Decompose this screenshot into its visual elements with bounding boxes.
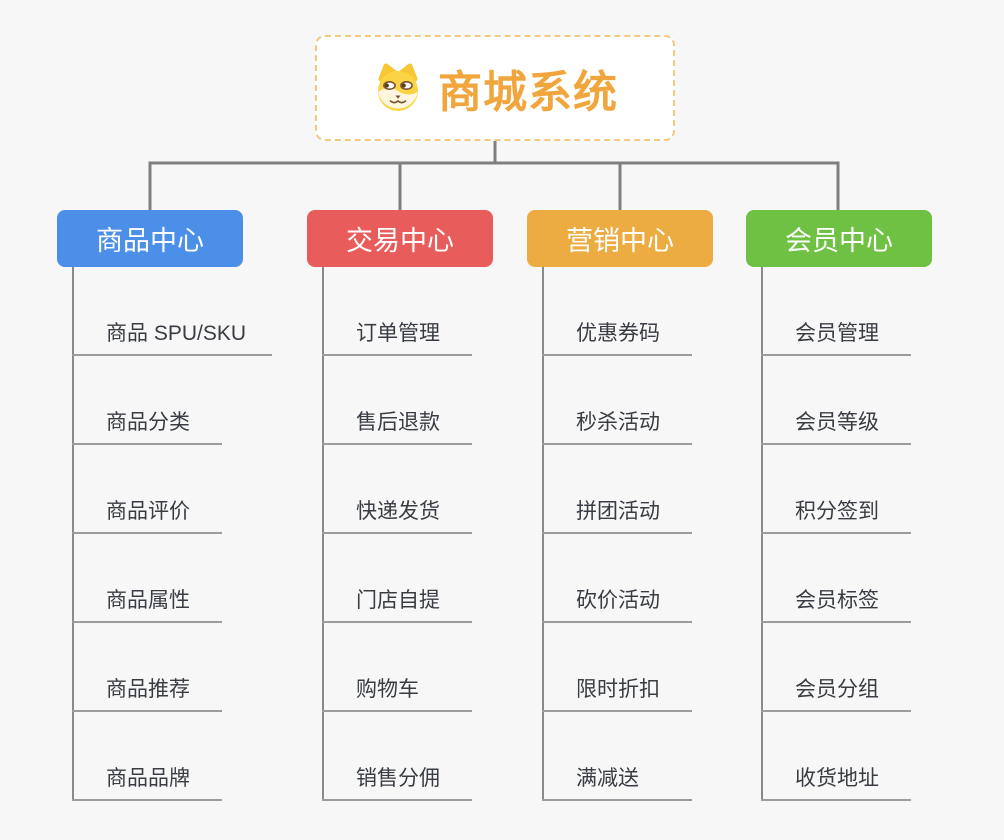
- branch-item[interactable]: 购物车: [322, 623, 472, 712]
- branch: 会员中心 会员管理会员等级积分签到会员标签会员分组收货地址: [746, 210, 932, 801]
- branch-items: 优惠券码秒杀活动拼团活动砍价活动限时折扣满减送: [542, 267, 692, 801]
- root-title: 商城系统: [438, 68, 618, 117]
- root-node[interactable]: 商城系统: [315, 35, 675, 141]
- branch-item[interactable]: 售后退款: [322, 356, 472, 445]
- branch-items: 会员管理会员等级积分签到会员标签会员分组收货地址: [761, 267, 911, 801]
- branch-spine-line: [322, 267, 324, 801]
- branch-header[interactable]: 会员中心: [746, 210, 932, 267]
- branch-header[interactable]: 营销中心: [527, 210, 713, 267]
- branch-header[interactable]: 商品中心: [57, 210, 243, 267]
- branch-item[interactable]: 拼团活动: [542, 445, 692, 534]
- branch-item[interactable]: 会员分组: [761, 623, 911, 712]
- branch-item[interactable]: 秒杀活动: [542, 356, 692, 445]
- branch-item[interactable]: 商品属性: [72, 534, 222, 623]
- branch-item[interactable]: 快递发货: [322, 445, 472, 534]
- branch-item[interactable]: 优惠券码: [542, 267, 692, 356]
- branch-item[interactable]: 限时折扣: [542, 623, 692, 712]
- branch-item[interactable]: 会员标签: [761, 534, 911, 623]
- branch-item[interactable]: 积分签到: [761, 445, 911, 534]
- branch-item[interactable]: 商品评价: [72, 445, 222, 534]
- branch: 营销中心 优惠券码秒杀活动拼团活动砍价活动限时折扣满减送: [527, 210, 713, 801]
- branch-spine-line: [761, 267, 763, 801]
- branch-spine-line: [72, 267, 74, 801]
- branch-item[interactable]: 满减送: [542, 712, 692, 801]
- branch-item[interactable]: 商品推荐: [72, 623, 222, 712]
- branch-item[interactable]: 砍价活动: [542, 534, 692, 623]
- branch-item[interactable]: 收货地址: [761, 712, 911, 801]
- branch-item[interactable]: 商品品牌: [72, 712, 222, 801]
- branch-header[interactable]: 交易中心: [307, 210, 493, 267]
- branch-spine-line: [542, 267, 544, 801]
- branch-item[interactable]: 会员管理: [761, 267, 911, 356]
- branch-item[interactable]: 订单管理: [322, 267, 472, 356]
- branch: 交易中心 订单管理售后退款快递发货门店自提购物车销售分佣: [307, 210, 493, 801]
- doge-icon: [378, 63, 418, 111]
- branch-item[interactable]: 销售分佣: [322, 712, 472, 801]
- branch-item[interactable]: 商品 SPU/SKU: [72, 267, 273, 356]
- branch-item[interactable]: 门店自提: [322, 534, 472, 623]
- branch-item[interactable]: 会员等级: [761, 356, 911, 445]
- branch-items: 订单管理售后退款快递发货门店自提购物车销售分佣: [322, 267, 472, 801]
- branch-item[interactable]: 商品分类: [72, 356, 222, 445]
